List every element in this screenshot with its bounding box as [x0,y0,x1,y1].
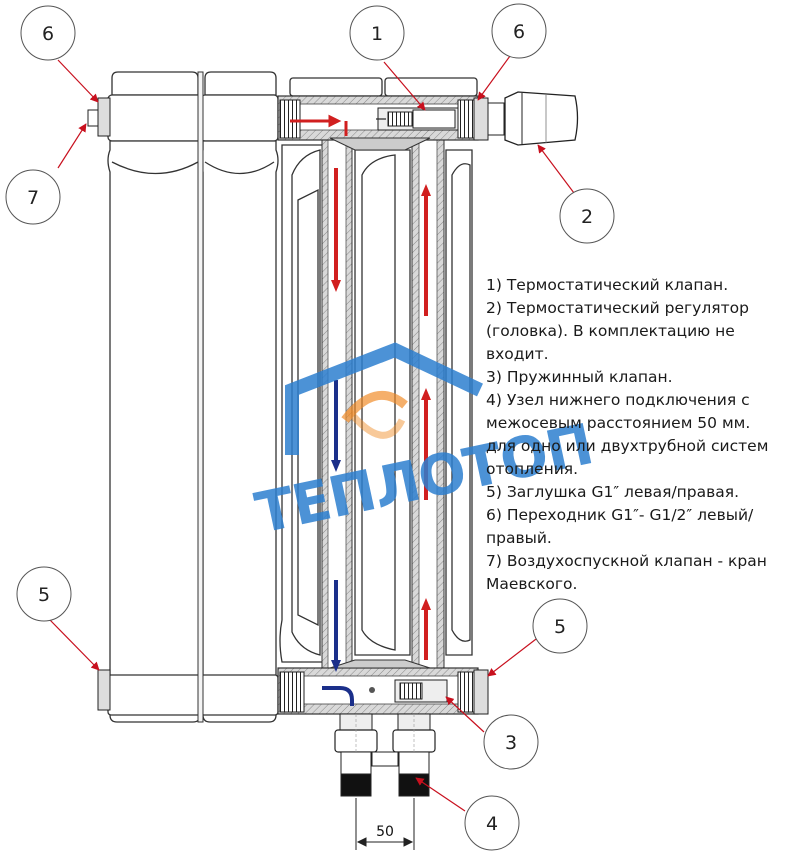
callout-6-left: 6 [20,5,76,61]
callout-2: 2 [559,188,615,244]
legend-line: Маевского. [486,575,578,593]
legend-line: 2) Термостатический регулятор [486,299,749,317]
dimension-label: 50 [376,824,394,840]
radiator-section-cut-1 [279,77,383,663]
callout-6-right: 6 [491,3,547,59]
svg-text:2: 2 [581,206,593,228]
radiator-section-cut-2 [354,77,478,656]
flow-arrows-blue [322,380,354,706]
left-section-divider [197,71,204,723]
spring-valve [369,679,448,703]
svg-text:4: 4 [486,813,498,835]
legend-line: для одно или двухтрубной систем [486,437,769,455]
legend-line: 1) Термостатический клапан. [486,276,729,294]
legend-line: правый. [486,529,552,547]
thermostatic-head [504,91,579,146]
callout-5-right: 5 [532,598,588,654]
air-vent-valve [87,97,111,137]
flow-arrows-red [290,114,431,660]
svg-text:5: 5 [38,584,50,606]
legend-line: 5) Заглушка G1″ левая/правая. [486,483,740,501]
bottom-connection-unit [334,713,436,797]
legend-line: 7) Воздухоспускной клапан - кран [486,552,767,570]
bottom-collector [277,659,489,715]
svg-text:6: 6 [42,23,54,45]
svg-text:1: 1 [371,23,383,45]
legend-line: отопления. [486,460,579,478]
radiator-section-left-2 [200,71,279,723]
callout-arrows [49,55,575,812]
svg-text:3: 3 [505,732,517,754]
callout-3: 3 [483,714,539,770]
svg-text:7: 7 [27,187,39,209]
legend: 1) Термостатический клапан. 2) Термостат… [486,274,796,596]
dimension-line [355,798,415,850]
bottom-plug-left [97,669,111,711]
legend-line: 4) Узел нижнего подключения с [486,391,750,409]
legend-line: 3) Пружинный клапан. [486,368,673,386]
legend-line: (головка). В комплектацию не входит. [486,322,735,363]
callout-5-left: 5 [16,566,72,622]
top-right-adapter [457,97,505,141]
svg-text:6: 6 [513,21,525,43]
legend-line: 6) Переходник G1″- G1/2″ левый/ [486,506,754,524]
thermostatic-valve [376,107,459,131]
callout-7: 7 [5,169,61,225]
legend-line: межосевым расстоянием 50 мм. [486,414,751,432]
callout-1: 1 [349,5,405,61]
callout-4: 4 [464,795,520,851]
svg-text:5: 5 [554,616,566,638]
radiator-section-left-1 [107,71,203,723]
